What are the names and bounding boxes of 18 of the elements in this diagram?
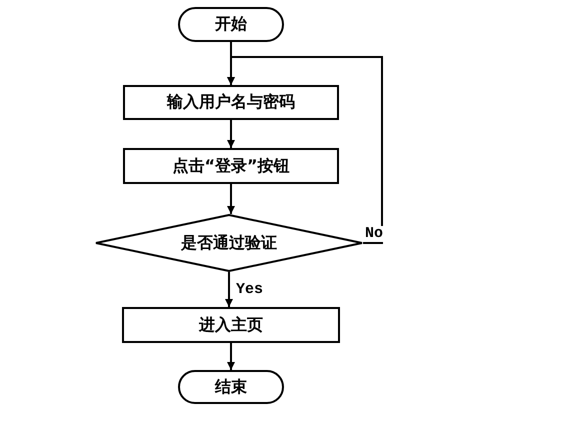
node-label: 结束 (215, 376, 247, 398)
node-label: 开始 (215, 14, 247, 35)
arrow (227, 56, 383, 244)
process-box (122, 307, 340, 343)
terminal-box (178, 370, 284, 404)
arrow (227, 184, 235, 214)
node-label: 进入主页 (199, 314, 263, 336)
edge-label: No (364, 226, 384, 242)
node-label: 输入用户名与密码 (167, 92, 295, 113)
arrow (225, 272, 233, 307)
decision-diamond (95, 214, 363, 272)
process-box (123, 148, 339, 184)
arrow (227, 343, 235, 370)
arrow (227, 120, 235, 148)
process-box (123, 85, 339, 120)
terminal-box (178, 7, 284, 42)
node-label: 是否通过验证 (181, 232, 277, 254)
node-label: 点击“登录”按钮 (172, 156, 290, 176)
